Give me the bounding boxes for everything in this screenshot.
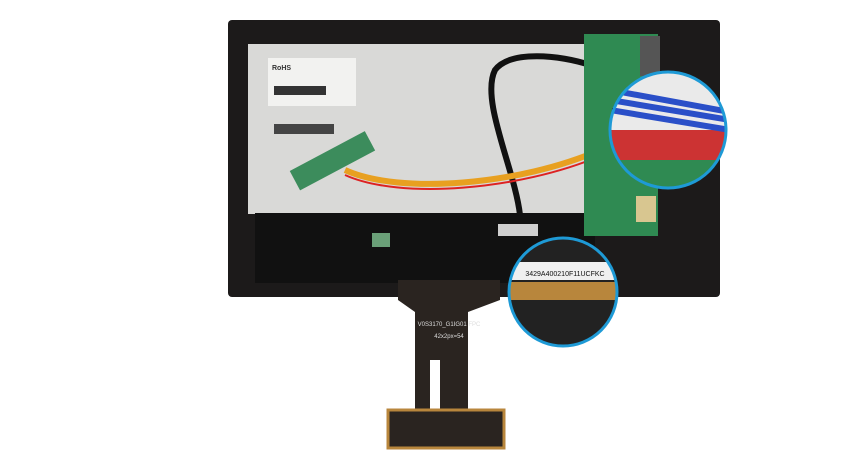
key-board <box>289 131 376 191</box>
fpc-tail <box>398 280 500 412</box>
power-cable <box>343 147 602 187</box>
fpc-text-1: V0S3170_G1IG01 FPC <box>418 322 481 328</box>
inset-serial: 3429A400210F11UCFKC <box>525 271 604 278</box>
lvds-cable <box>488 53 591 216</box>
fpc-connector <box>386 408 506 450</box>
lcd-connector <box>372 233 390 247</box>
lvds-connector <box>498 224 538 236</box>
fpc-text-2: 42x2px=54 <box>434 334 464 340</box>
zoom-inset-cable <box>608 70 728 190</box>
rohs-label: RoHS <box>272 65 291 72</box>
zoom-inset-connector: 3429A400210F11UCFKC <box>507 236 619 348</box>
label-sticker: RoHS <box>268 58 356 134</box>
